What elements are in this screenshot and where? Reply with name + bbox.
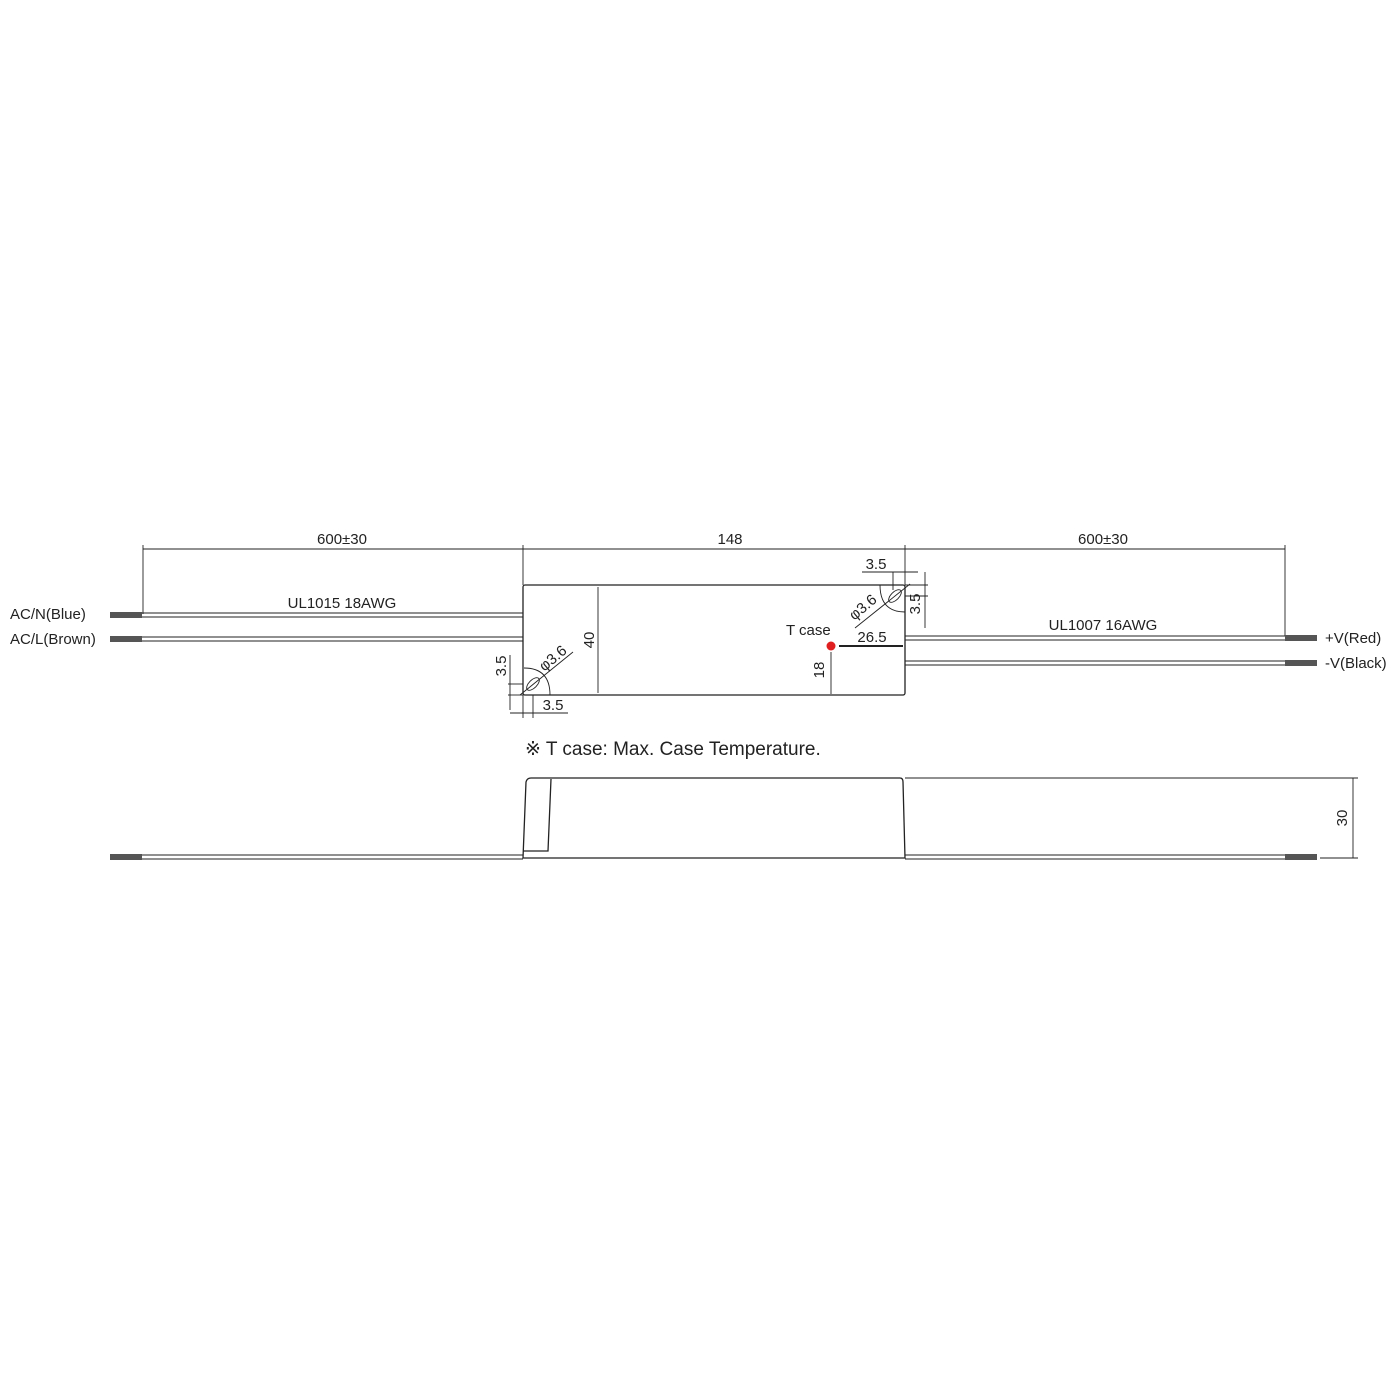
side-view: 30 (110, 777, 1358, 860)
dim-right-wire: 600±30 (1078, 531, 1128, 548)
right-wire-spec: UL1007 16AWG (1049, 617, 1158, 634)
dim-body-length: 148 (717, 531, 742, 548)
dim-body-width: 40 (581, 632, 598, 649)
label-vminus: -V(Black) (1325, 655, 1387, 672)
wire-vplus (905, 635, 1317, 641)
dim-left-wire: 600±30 (317, 531, 367, 548)
tcase-note: ※ T case: Max. Case Temperature. (525, 739, 821, 760)
label-acl: AC/L(Brown) (10, 631, 96, 648)
tcase-dim-y: 18 (811, 662, 828, 679)
hole-offset-left-h: 3.5 (543, 697, 564, 714)
left-wire-spec: UL1015 18AWG (288, 595, 397, 612)
wire-acl (110, 636, 523, 642)
tcase-point-marker (826, 641, 836, 651)
hole-dia-left: φ3.6 (536, 642, 570, 675)
hole-offset-left-v: 3.5 (493, 656, 510, 677)
label-acn: AC/N(Blue) (10, 606, 86, 623)
wire-acn (110, 612, 523, 618)
tcase-label: T case (786, 622, 831, 639)
top-view: 600±30 148 600±30 AC/N(Blue) AC/L(Brown)… (10, 531, 1387, 718)
hole-offset-right-h: 3.5 (866, 556, 887, 573)
dim-height: 30 (1334, 810, 1351, 827)
wire-vminus (905, 660, 1317, 666)
tcase-dim-x: 26.5 (857, 629, 886, 646)
hole-dia-right: φ3.6 (846, 591, 880, 624)
hole-offset-right-v: 3.5 (907, 594, 924, 615)
mounting-hole-right (854, 571, 928, 629)
label-vplus: +V(Red) (1325, 630, 1381, 647)
mounting-hole-left (508, 651, 574, 718)
side-body-outline (522, 777, 906, 859)
